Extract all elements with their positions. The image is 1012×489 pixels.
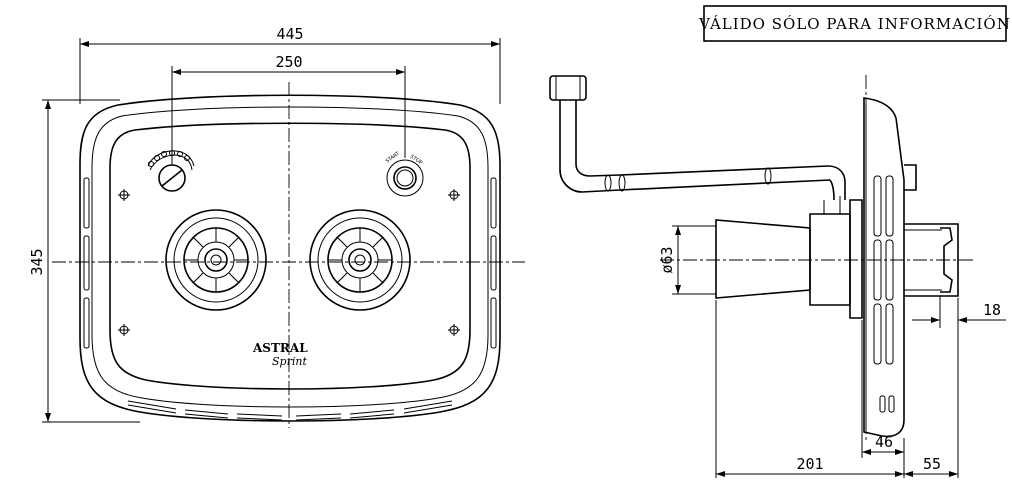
width-label: 445 [276, 25, 303, 43]
screw-bottom-right [448, 324, 460, 336]
left-jet-nozzle [165, 209, 267, 311]
right-side-slots [490, 177, 497, 349]
stamp-text: VÁLIDO SÓLO PARA INFORMACIÓN [698, 15, 1011, 33]
start-stop-button: START STOP [385, 150, 424, 197]
brand-logo-astral: ASTRAL [252, 341, 308, 355]
stamp-border [703, 5, 1007, 42]
front-faceplate [109, 122, 471, 390]
dimension-diameter: ø63 [658, 225, 716, 295]
nozzle-protrusion [904, 223, 959, 297]
dimension-width: 445 [79, 25, 501, 104]
dimension-height: 345 [28, 99, 140, 423]
air-regulator-knob [147, 150, 195, 192]
screw-bottom-left [118, 324, 130, 336]
front-outer-body [79, 94, 501, 422]
left-side-slots [83, 177, 90, 349]
protrusion-label: 55 [923, 455, 941, 473]
right-jet-nozzle [309, 209, 411, 311]
flange-label: 46 [875, 433, 893, 451]
dimension-flange: 46 [861, 320, 905, 478]
side-view: ø63 201 46 55 18 [549, 75, 1006, 478]
air-hose [549, 75, 846, 201]
screw-top-left [118, 189, 130, 201]
brand-logo-sprint: Sprint [272, 355, 307, 368]
diameter-label: ø63 [658, 246, 676, 273]
nozzle-spacing-label: 250 [275, 53, 302, 71]
front-inner-rim [91, 106, 489, 408]
housing-body [715, 196, 863, 319]
front-view: START STOP ASTRAL Sprint [28, 25, 525, 428]
dimension-lip: 18 [912, 296, 1006, 328]
information-stamp: VÁLIDO SÓLO PARA INFORMACIÓN [698, 5, 1011, 42]
dimension-nozzle-spacing: 250 [171, 53, 406, 165]
faceplate-profile [863, 97, 917, 438]
start-label: START [385, 150, 402, 164]
bottom-slots [127, 400, 453, 421]
dimension-length: 201 [715, 300, 904, 478]
dimension-protrusion: 55 [904, 298, 959, 478]
screw-top-right [448, 189, 460, 201]
height-label: 345 [28, 248, 46, 275]
lip-label: 18 [983, 301, 1001, 319]
length-label: 201 [796, 455, 823, 473]
